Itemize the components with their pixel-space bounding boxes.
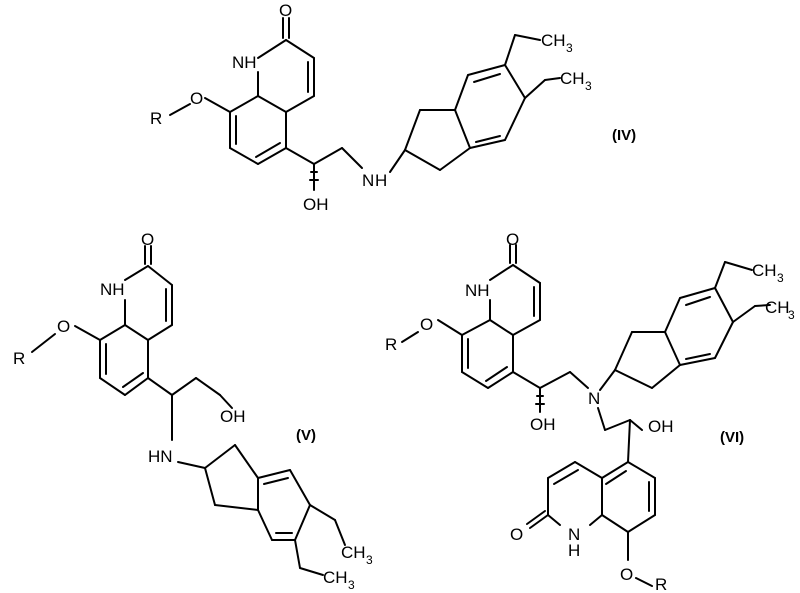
methyl-iv-2-sub: 3: [585, 79, 592, 93]
nh-v: NH: [100, 280, 125, 299]
methyl-v-1: CH: [341, 543, 366, 562]
methyl-iv-2: CH: [560, 69, 585, 88]
ether-oxygen-v: O: [57, 317, 70, 336]
methyl-iv-1: CH: [541, 31, 566, 50]
methyl-v-2-sub: 3: [348, 578, 355, 592]
r-group-v: R: [13, 349, 25, 368]
hydroxyl-vi-2: OH: [648, 417, 674, 436]
ether-oxygen-vi-1: O: [420, 315, 433, 334]
methyl-vi-1: CH: [752, 261, 777, 280]
structure-vi: O NH O R OH N: [385, 230, 795, 593]
hydroxyl-vi-1: OH: [530, 415, 556, 434]
structure-v: O NH O R OH HN: [13, 230, 373, 592]
hydroxyl-iv: OH: [303, 195, 329, 214]
hydroxyl-v: OH: [220, 407, 246, 426]
methyl-vi-2-sub: 3: [788, 308, 795, 322]
methyl-v-1-sub: 3: [366, 553, 373, 567]
ether-oxygen-iv: O: [190, 89, 203, 108]
amine-hn-v: HN: [148, 447, 173, 466]
amine-h-iv: H: [375, 171, 387, 190]
ether-oxygen-vi-2: O: [620, 565, 633, 584]
label-iv: (IV): [612, 127, 636, 144]
r-group-vi-2: R: [655, 575, 667, 593]
methyl-vi-1-sub: 3: [777, 271, 784, 285]
r-group-vi-1: R: [385, 335, 397, 354]
carbonyl-oxygen-v: O: [141, 230, 154, 249]
r-group-iv: R: [150, 109, 162, 128]
lower-h-vi: H: [568, 541, 580, 560]
methyl-vi-2: CH: [765, 298, 790, 317]
carbonyl-oxygen-vi-2: O: [510, 525, 523, 544]
label-vi: (VI): [720, 429, 744, 446]
label-v: (V): [296, 427, 316, 444]
methyl-v-2: CH: [323, 568, 348, 587]
carbonyl-oxygen-iv: O: [279, 1, 292, 20]
nh-iv: NH: [232, 53, 257, 72]
lower-n-vi: N: [568, 525, 580, 544]
carbonyl-oxygen-vi-1: O: [506, 230, 519, 249]
nh-vi-1: NH: [465, 281, 490, 300]
tertiary-amine-vi: N: [588, 389, 600, 408]
amine-n-iv: N: [362, 171, 374, 190]
methyl-iv-1-sub: 3: [566, 41, 573, 55]
structure-iv: O NH O R OH N H: [150, 1, 636, 214]
